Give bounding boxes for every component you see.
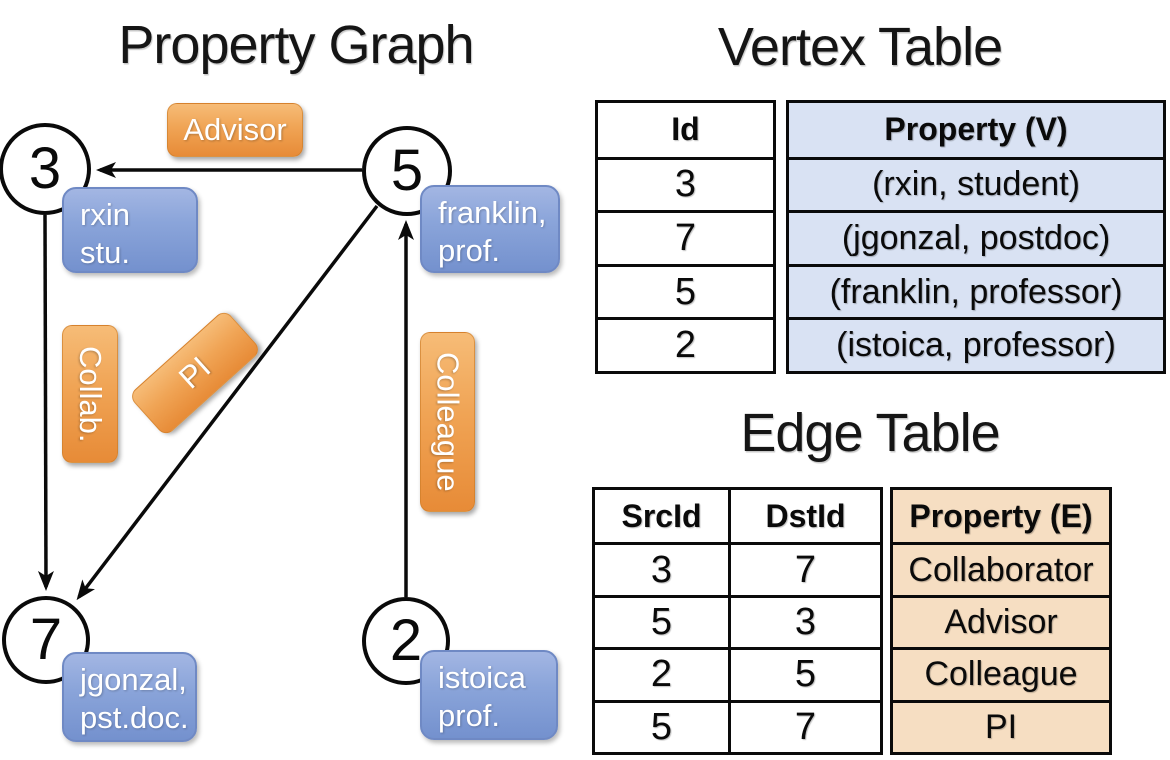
- vertex-table-header-property: Property (V): [884, 111, 1068, 148]
- node-5-property-line1: franklin,: [438, 195, 547, 230]
- property-graph-title: Property Graph: [118, 15, 474, 75]
- edge-table-header-property: Property (E): [909, 497, 1093, 534]
- vertex-table-property-column: Property (V) (rxin, student) (jgonzal, p…: [786, 100, 1166, 374]
- node-2-property-line2: prof.: [438, 698, 501, 733]
- edge-label-colleague: Colleague: [420, 332, 475, 512]
- vertex-table-property-cell: (rxin, student): [789, 156, 1163, 211]
- node-7-property-line2: pst.doc.: [80, 700, 189, 735]
- node-7-property-line1: jgonzal,: [80, 662, 187, 697]
- edge-label-advisor: Advisor: [167, 103, 303, 157]
- vertex-table-property-cell: (franklin, professor): [789, 263, 1163, 318]
- node-3-property-line2: stu.: [80, 235, 130, 270]
- node-3-id-label: 3: [28, 136, 62, 201]
- graph-node-3: 3: [0, 123, 91, 215]
- edge-table-srcid-cell: 5: [595, 699, 728, 752]
- edge-table-property-cell: Colleague: [893, 647, 1109, 699]
- edge-table-header-srcid: SrcId: [621, 497, 702, 534]
- vertex-table-id-cell: 2: [598, 317, 773, 371]
- node-3-property-line1: rxin: [80, 197, 130, 232]
- node-2-property-line1: istoica: [438, 660, 526, 695]
- edge-table-id-columns: SrcId 3 5 2 5 DstId 7 3 5 7: [592, 487, 883, 755]
- vertex-table-header-id: Id: [671, 111, 700, 148]
- edge-table-title: Edge Table: [740, 403, 1000, 463]
- node-7-id-label: 7: [29, 607, 63, 672]
- vertex-table-property-cell: (jgonzal, postdoc): [789, 210, 1163, 264]
- edge-table-dstid-cell: 7: [728, 699, 880, 752]
- node-2-property-box: istoica prof.: [420, 650, 558, 740]
- edge-table-dstid-cell: 3: [728, 594, 880, 648]
- vertex-table-id-column: Id 3 7 5 2: [595, 100, 776, 374]
- edge-label-pi: PI: [127, 308, 263, 438]
- edge-table-property-cell: Advisor: [893, 594, 1109, 647]
- vertex-table-title: Vertex Table: [717, 17, 1003, 77]
- edge-table-srcid-cell: 3: [595, 542, 728, 594]
- node-3-property-box: rxin stu.: [62, 187, 198, 273]
- node-5-id-label: 5: [390, 138, 424, 203]
- node-7-property-box: jgonzal, pst.doc.: [62, 652, 197, 742]
- node-2-id-label: 2: [389, 608, 423, 673]
- vertex-table-id-cell: 5: [598, 263, 773, 318]
- edge-table-property-cell: PI: [893, 699, 1109, 752]
- edge-table-srcid-cell: 2: [595, 647, 728, 699]
- edge-table-dstid-cell: 7: [728, 542, 880, 595]
- node-5-property-box: franklin, prof.: [420, 185, 560, 273]
- vertex-table-id-cell: 7: [598, 210, 773, 264]
- edge-table-srcid-cell: 5: [595, 594, 728, 647]
- edge-table-header-dstid: DstId: [728, 490, 880, 543]
- edge-3-to-7: [37, 214, 54, 591]
- edge-table-property-column: Property (E) Collaborator Advisor Collea…: [890, 487, 1112, 755]
- vertex-table-property-cell: (istoica, professor): [789, 317, 1163, 371]
- edge-table-property-cell: Collaborator: [893, 542, 1109, 594]
- edge-label-collab: Collab.: [62, 325, 118, 463]
- vertex-table-id-cell: 3: [598, 156, 773, 211]
- edge-table-dstid-cell: 5: [728, 647, 880, 700]
- node-5-property-line2: prof.: [438, 233, 501, 268]
